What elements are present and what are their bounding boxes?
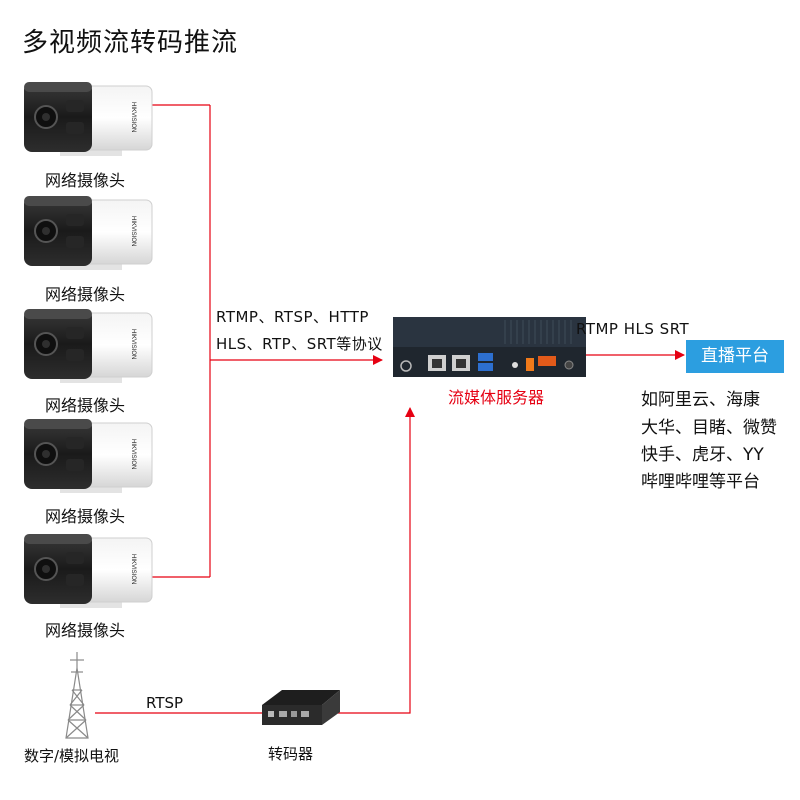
- camera-brand-text: HIKVISION: [130, 216, 136, 246]
- input-protocols-line2: HLS、RTP、SRT等协议: [216, 335, 383, 353]
- tv-tower-icon: [65, 652, 89, 739]
- server-front-panel: [393, 347, 586, 377]
- camera-brand-text: HIKVISION: [130, 554, 136, 584]
- server-usb-port-1: [478, 353, 493, 361]
- camera-label-1: 网络摄像头: [44, 171, 125, 190]
- camera-brand-text: HIKVISION: [130, 102, 136, 132]
- server-power-jack: [526, 358, 534, 371]
- platform-list-line2: 大华、目睹、微赞: [641, 418, 777, 438]
- page-title: 多视频流转码推流: [22, 28, 239, 58]
- server-bnc-port: [400, 360, 412, 372]
- camera-2-icon: HIKVISION: [24, 196, 153, 270]
- server-usb-port-2: [478, 363, 493, 371]
- server-top: [393, 317, 586, 347]
- live-platform-badge: 直播平台: [686, 340, 784, 373]
- camera-label-5: 网络摄像头: [44, 621, 125, 640]
- camera-label-4: 网络摄像头: [44, 507, 125, 526]
- encoder-to-server-arrow: [338, 407, 415, 714]
- camera-group: HIKVISION HIKVISION HIKVISION HIKVISION HIKV…: [24, 82, 153, 608]
- server-audio-port: [512, 362, 518, 368]
- camera-brand-text: HIKVISION: [130, 439, 136, 469]
- camera-brand-text: HIKVISION: [130, 329, 136, 359]
- platform-list-line4: 哔哩哔哩等平台: [641, 472, 760, 492]
- platform-list-line1: 如阿里云、海康: [641, 390, 760, 410]
- encoder-label: 转码器: [268, 745, 314, 763]
- output-protocols: RTMP HLS SRT: [576, 320, 690, 338]
- camera-connector-lines: [95, 104, 685, 714]
- platform-list-line3: 快手、虎牙、YY: [641, 445, 764, 465]
- server-label: 流媒体服务器: [448, 388, 545, 407]
- streaming-server-device: [393, 317, 586, 377]
- server-power-button: [564, 360, 574, 370]
- rtsp-label: RTSP: [146, 694, 184, 712]
- camera-label-2: 网络摄像头: [44, 285, 125, 304]
- server-hdmi-port: [538, 356, 556, 366]
- input-protocols-line1: RTMP、RTSP、HTTP: [216, 308, 369, 326]
- camera-label-3: 网络摄像头: [44, 396, 125, 415]
- camera-1-icon: HIKVISION: [24, 82, 153, 156]
- tower-label: 数字/模拟电视: [24, 747, 120, 765]
- encoder-device: [262, 690, 340, 725]
- camera-3-icon: HIKVISION: [24, 309, 153, 383]
- camera-4-icon: HIKVISION: [24, 419, 153, 493]
- camera-5-icon: HIKVISION: [24, 534, 153, 608]
